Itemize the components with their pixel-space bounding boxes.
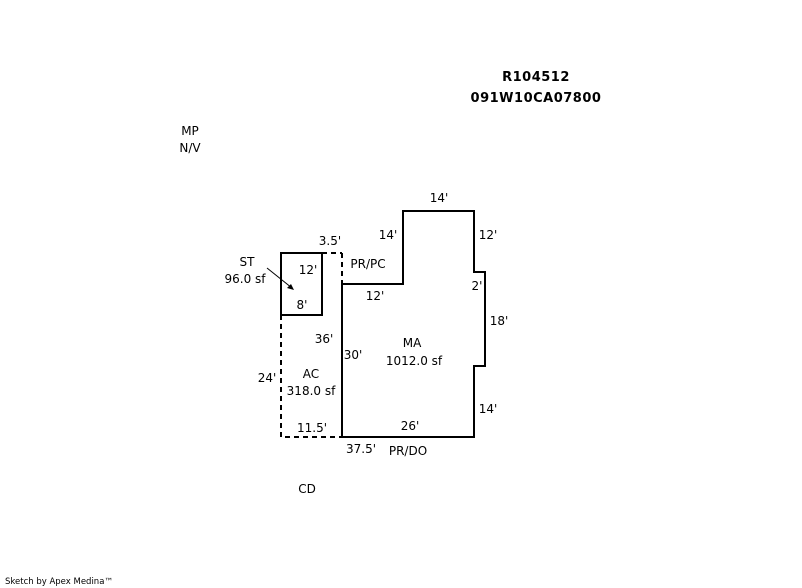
- dim-left-30: 30': [344, 348, 363, 362]
- dim-ac-11-5: 11.5': [297, 421, 327, 435]
- dim-ac-24: 24': [258, 371, 277, 385]
- st-pointer-line: [266, 267, 293, 289]
- ma-code: MA: [403, 336, 422, 350]
- dim-top-3-5: 3.5': [319, 234, 341, 248]
- ac-code: AC: [303, 367, 319, 381]
- nv-note: N/V: [179, 141, 201, 155]
- dim-right-14: 14': [479, 402, 498, 416]
- main-area-outline: [341, 210, 486, 438]
- attached-area-outline: [280, 315, 342, 438]
- pr-pc-label: PR/PC: [350, 257, 385, 271]
- storage-outline: [280, 252, 323, 316]
- dim-left-14: 14': [379, 228, 398, 242]
- dim-mid-12: 12': [366, 289, 385, 303]
- cd-note: CD: [298, 482, 316, 496]
- dim-st-12: 12': [299, 263, 318, 277]
- ac-size: 318.0 sf: [287, 384, 336, 398]
- sketch-credit: Sketch by Apex Medina™: [5, 577, 113, 587]
- map-tax-lot: 091W10CA07800: [471, 91, 602, 106]
- dim-bottom-26: 26': [401, 419, 420, 433]
- dim-st-8: 8': [297, 298, 308, 312]
- dim-left-36: 36': [315, 332, 334, 346]
- mp-note: MP: [181, 124, 199, 138]
- pr-do-label: PR/DO: [389, 444, 427, 458]
- dim-bottom-37-5: 37.5': [346, 442, 376, 456]
- dim-jog-2: 2': [472, 279, 483, 293]
- dim-right-18: 18': [490, 314, 509, 328]
- parcel-id: R104512: [502, 70, 570, 85]
- ma-size: 1012.0 sf: [386, 354, 443, 368]
- st-size: 96.0 sf: [224, 272, 266, 286]
- dim-right-12: 12': [479, 228, 498, 242]
- st-code: ST: [240, 255, 256, 269]
- st-pointer-arrow-icon: [287, 284, 294, 290]
- dim-top-14: 14': [430, 191, 449, 205]
